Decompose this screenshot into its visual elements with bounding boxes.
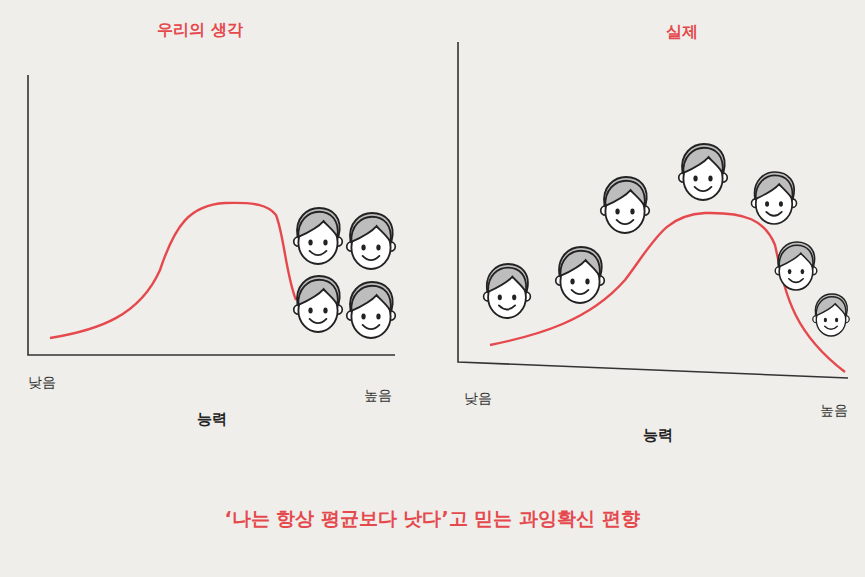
axis-end-label: 높음 xyxy=(364,387,392,404)
distribution-curve xyxy=(490,213,845,372)
axis xyxy=(458,42,848,378)
axis-end-label: 낮음 xyxy=(464,390,492,407)
axis-end-label: 높음 xyxy=(820,402,848,419)
face-icon xyxy=(484,264,531,318)
axis-title: 능력 xyxy=(197,410,227,428)
figure-caption: ‘나는 항상 평균보다 낫다’고 믿는 과잉확신 편향 xyxy=(224,507,639,530)
face-icon xyxy=(294,276,343,332)
panel-title: 실제 xyxy=(666,22,698,41)
axis-title: 능력 xyxy=(643,426,673,444)
face-icon xyxy=(813,294,849,336)
face-icon xyxy=(294,208,343,264)
face-icon xyxy=(347,282,396,338)
face-icon xyxy=(556,247,605,303)
face-icon xyxy=(751,172,796,224)
axis-end-label: 낮음 xyxy=(28,374,56,391)
face-icon xyxy=(601,177,650,233)
face-icon xyxy=(679,144,728,200)
face-icon xyxy=(347,213,396,269)
panel-title: 우리의 생각 xyxy=(157,20,243,39)
distribution-curve xyxy=(50,203,296,338)
axis xyxy=(28,75,395,355)
face-icon xyxy=(775,242,817,290)
